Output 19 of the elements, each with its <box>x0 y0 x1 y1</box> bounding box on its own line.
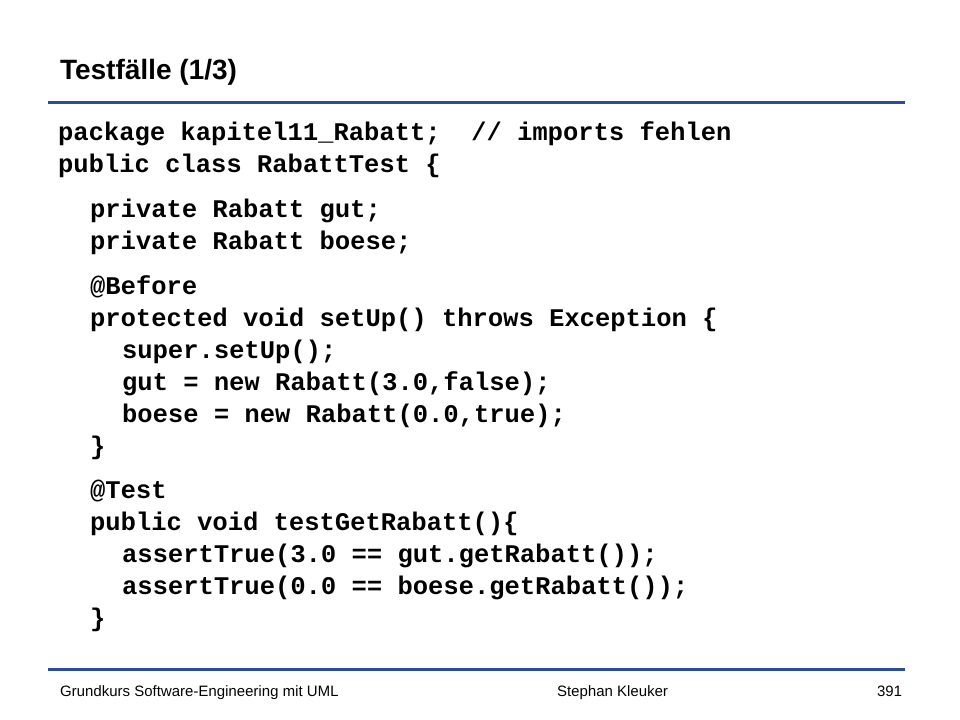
code-line: boese = new Rabatt(0.0,true); <box>122 401 566 431</box>
code-line: private Rabatt gut; <box>90 196 381 226</box>
code-line: public class RabattTest { <box>58 151 441 181</box>
code-line: package kapitel11_Rabatt; // imports fehlen <box>58 119 732 149</box>
code-line: super.setUp(); <box>122 337 336 367</box>
code-line: @Test <box>90 477 167 507</box>
code-line: private Rabatt boese; <box>90 228 412 258</box>
code-line: } <box>90 605 106 635</box>
slide-title: Testfälle (1/3) <box>60 54 237 86</box>
code-line: } <box>90 433 106 463</box>
page-number: 391 <box>876 683 902 700</box>
author-name: Stephan Kleuker <box>557 683 668 700</box>
code-line: assertTrue(3.0 == gut.getRabatt()); <box>122 541 658 571</box>
code-line: public void testGetRabatt(){ <box>90 509 518 539</box>
code-line: @Before <box>90 273 198 303</box>
code-line: gut = new Rabatt(3.0,false); <box>122 369 550 399</box>
footer-text: Grundkurs Software-Engineering mit UML <box>60 683 338 700</box>
code-line: protected void setUp() throws Exception { <box>90 305 718 335</box>
code-line: assertTrue(0.0 == boese.getRabatt()); <box>122 573 688 603</box>
